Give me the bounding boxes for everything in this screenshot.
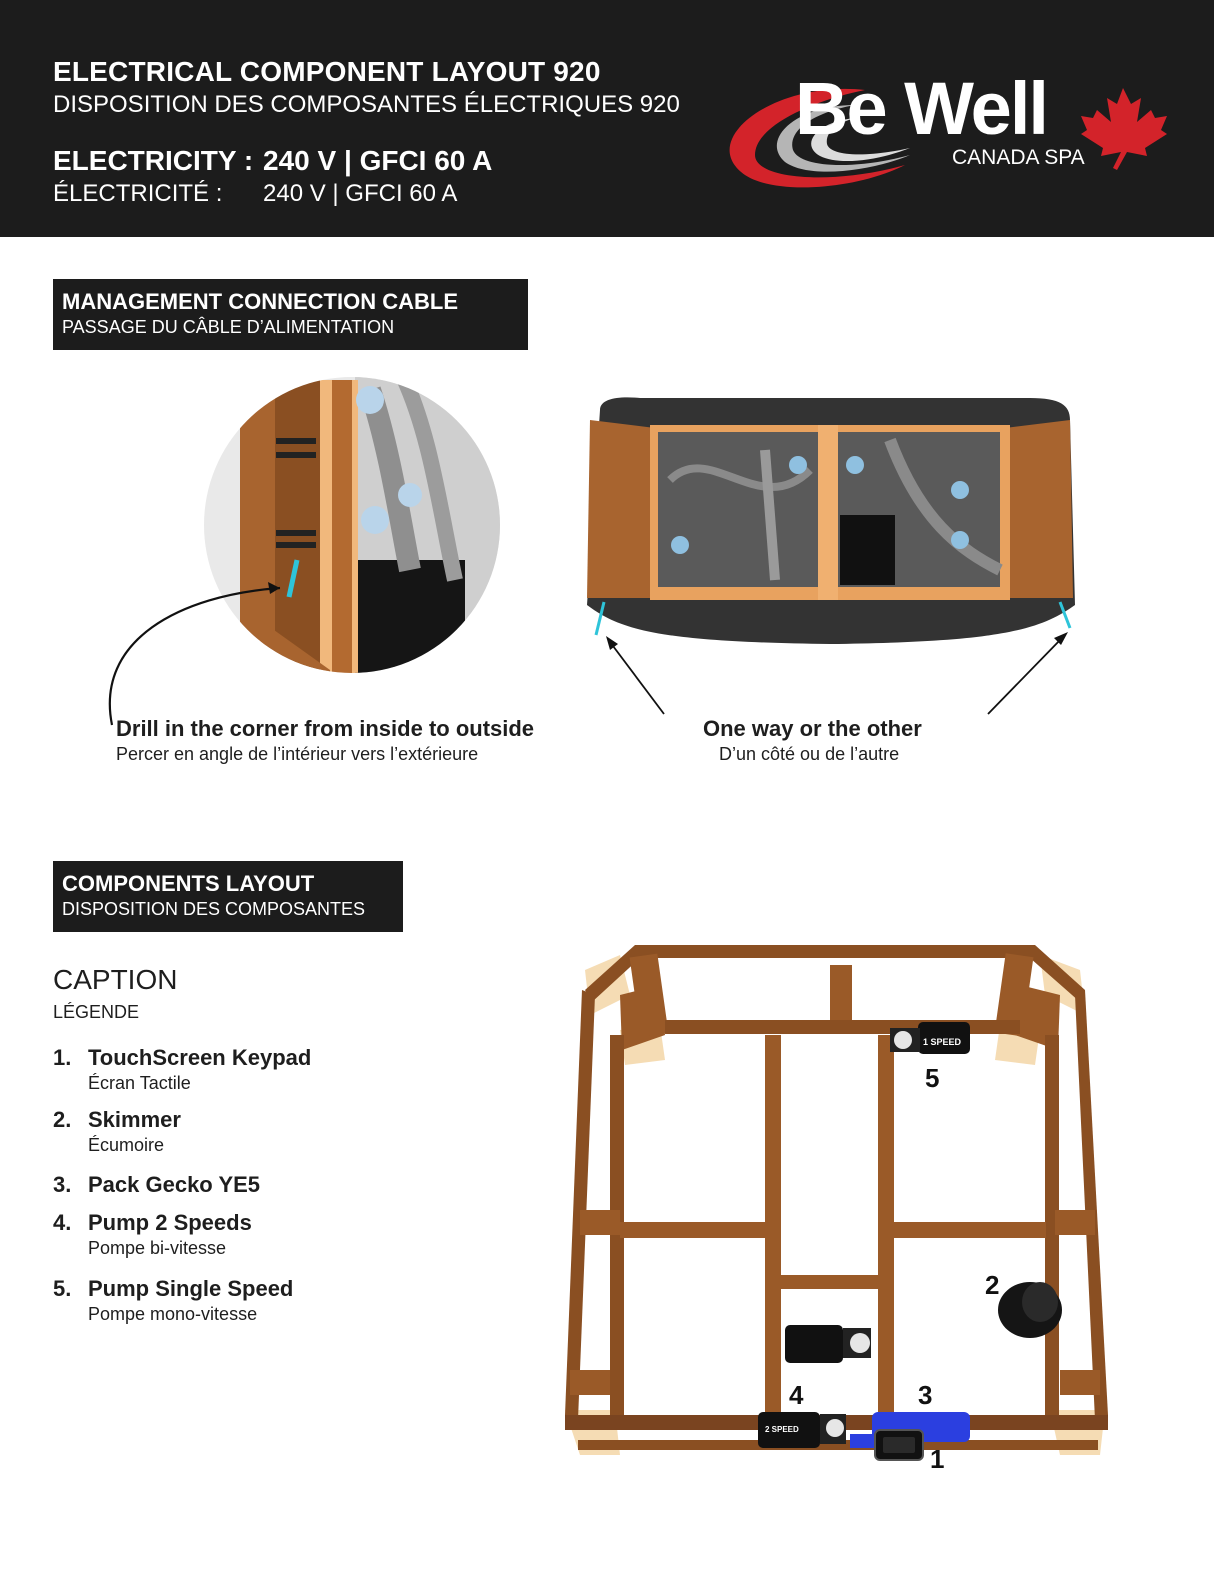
list-item-label: TouchScreen Keypad	[88, 1045, 312, 1070]
list-item-number: 5.	[53, 1276, 72, 1301]
pump-two-speed-icon: 2 SPEED	[758, 1412, 846, 1448]
arrow-right-icon	[987, 637, 1063, 715]
side-caption: One way or the other	[703, 716, 922, 741]
components-frame-illustration: 1 SPEED 2 SPEED	[565, 945, 1108, 1461]
list-item-label: Pump 2 Speeds	[88, 1210, 252, 1235]
section-layout-header: COMPONENTS LAYOUT DISPOSITION DES COMPOS…	[53, 861, 403, 932]
arrow-left-icon	[609, 641, 665, 715]
section-cable-subtitle: PASSAGE DU CÂBLE D’ALIMENTATION	[62, 317, 395, 337]
section-cable-title: MANAGEMENT CONNECTION CABLE	[62, 289, 458, 314]
list-item-number: 4.	[53, 1210, 72, 1235]
pump-single-label: 1 SPEED	[923, 1037, 962, 1047]
pump-upper-icon	[785, 1325, 871, 1363]
electricity-label: ELECTRICITY :	[53, 145, 254, 176]
list-item-number: 1.	[53, 1045, 72, 1070]
bewell-logo	[729, 88, 1167, 188]
list-item-label: Pack Gecko YE5	[88, 1172, 261, 1197]
corner-drill-illustration	[108, 377, 500, 726]
drill-caption: Drill in the corner from inside to outsi…	[116, 716, 535, 741]
skimmer-icon	[998, 1282, 1062, 1338]
list-item-label-fr: Écran Tactile	[88, 1073, 191, 1093]
caption-title: CAPTION	[53, 964, 178, 995]
logo-tagline: CANADA SPA	[952, 146, 1085, 169]
logo-wordmark: Be Well	[795, 67, 1049, 150]
header-banner	[0, 0, 1214, 237]
marker-3: 3	[918, 1380, 933, 1410]
drill-caption-fr: Percer en angle de l’intérieur vers l’ex…	[116, 744, 479, 764]
marker-2: 2	[985, 1270, 1000, 1300]
pump-single-speed-icon: 1 SPEED	[890, 1022, 970, 1054]
section-layout-title: COMPONENTS LAYOUT	[62, 871, 315, 896]
side-caption-fr: D’un côté ou de l’autre	[719, 744, 900, 764]
list-item-label-fr: Pompe mono-vitesse	[88, 1304, 258, 1324]
logo-swoosh-grey-icon	[776, 105, 910, 172]
caption-subtitle: LÉGENDE	[53, 1002, 140, 1022]
marker-4: 4	[789, 1380, 804, 1410]
list-item-number: 2.	[53, 1107, 72, 1132]
drill-arrow-icon	[108, 586, 281, 726]
spa-top-view-illustration	[587, 397, 1075, 715]
list-item-number: 3.	[53, 1172, 72, 1197]
section-layout-subtitle: DISPOSITION DES COMPOSANTES	[62, 899, 366, 919]
electricity-value-fr: 240 V | GFCI 60 A	[263, 180, 458, 207]
pump-double-label: 2 SPEED	[765, 1425, 799, 1434]
electricity-label-fr: ÉLECTRICITÉ :	[53, 180, 223, 207]
electricity-value: 240 V | GFCI 60 A	[263, 145, 493, 176]
maple-leaf-icon	[1081, 88, 1167, 170]
marker-5: 5	[925, 1063, 940, 1093]
list-item-label-fr: Écumoire	[88, 1135, 165, 1155]
logo-swoosh-red-icon	[729, 88, 905, 188]
list-item-label: Skimmer	[88, 1107, 181, 1132]
list-item-label-fr: Pompe bi-vitesse	[88, 1238, 227, 1258]
list-item-label: Pump Single Speed	[88, 1276, 294, 1301]
marker-1: 1	[930, 1444, 945, 1474]
section-cable-header: MANAGEMENT CONNECTION CABLE PASSAGE DU C…	[53, 279, 528, 350]
document-title: ELECTRICAL COMPONENT LAYOUT 920	[53, 56, 601, 87]
document-subtitle: DISPOSITION DES COMPOSANTES ÉLECTRIQUES …	[53, 91, 680, 118]
